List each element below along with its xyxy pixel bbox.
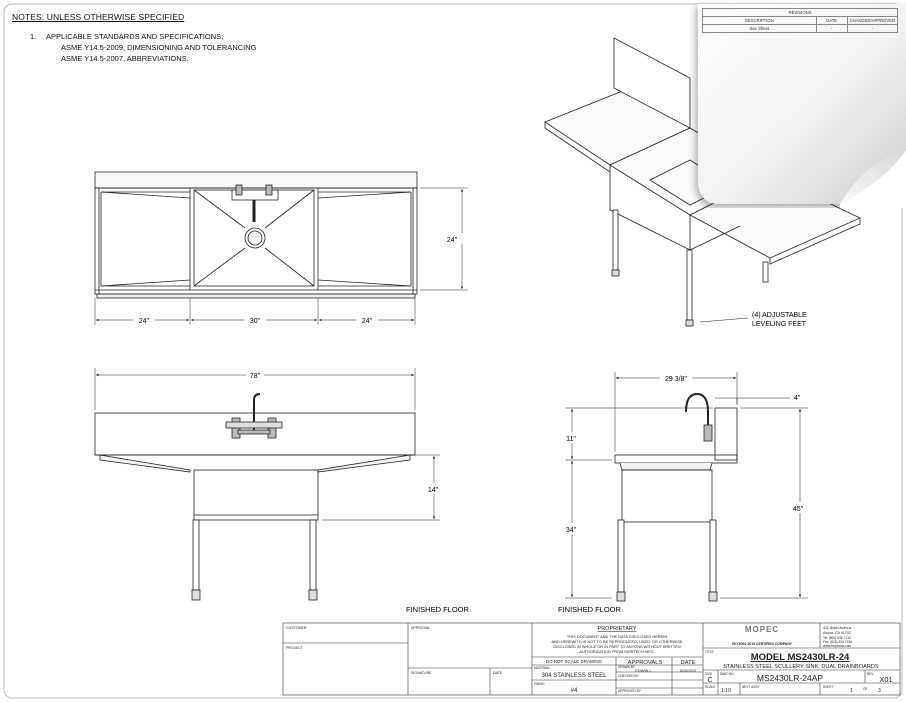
revisions-col-date: DATE xyxy=(815,16,848,25)
tb-phone-2: Fax: (626) 334-7136 xyxy=(823,640,852,644)
tb-proprietary-2: AND HEREWITH IS NOT TO BE REPRODUCED, US… xyxy=(552,639,683,644)
dim-side-backsplash: 4" xyxy=(794,395,801,402)
tb-proprietary-4: AUTHORIZATION FROM MORTECH MFG. xyxy=(579,649,655,654)
dim-side-depth: 29 3/8" xyxy=(665,376,687,383)
tb-proprietary-1: THIS DOCUMENT AND THE DATA DISCLOSED HER… xyxy=(567,634,667,639)
tb-proprietary-title: PROPRIETARY xyxy=(598,626,637,632)
tb-sheet-total: 3 xyxy=(878,688,881,694)
sheet-border xyxy=(3,3,903,699)
front-view-dimensions xyxy=(94,368,440,521)
tb-date-label: DATE xyxy=(493,671,503,675)
tb-project-label: PROJECT xyxy=(286,646,304,650)
notes-item-text: APPLICABLE STANDARDS AND SPECIFICATIONS; xyxy=(46,32,224,41)
tb-checked-by-label: CHECKED BY xyxy=(618,674,640,678)
title-block-text: CUSTOMER APPROVAL PROJECT SIGNATURE DATE… xyxy=(286,625,893,694)
tb-sheet-no: 1 xyxy=(850,688,853,694)
side-view-dimensions xyxy=(565,372,808,599)
tb-sheet-label: SHEET xyxy=(823,685,834,689)
leveling-feet-label-2: LEVELING FEET xyxy=(752,321,807,328)
tb-dwg-no: MS2430LR-24AP xyxy=(757,673,823,683)
side-view xyxy=(614,392,738,602)
tb-web: www.mopecinc.com xyxy=(823,644,852,648)
tb-approval-label: APPROVAL xyxy=(411,626,430,630)
tb-drawn-by: EDWIN L. xyxy=(635,668,653,673)
finished-floor-side: FINISHED FLOOR xyxy=(558,605,622,614)
isometric-view xyxy=(544,37,861,327)
dim-top-left: 24" xyxy=(139,318,150,325)
tb-material-label: MATERIAL xyxy=(534,666,550,670)
notes-title: NOTES: UNLESS OTHERWISE SPECIFIED xyxy=(12,12,185,22)
tb-company-logo: MOPEC xyxy=(745,625,779,634)
tb-drawn-by-label: DRAWN BY xyxy=(618,665,636,669)
dim-top-right: 24" xyxy=(362,318,373,325)
dim-top-depth: 24" xyxy=(447,237,458,244)
tb-model: MODEL MS2430LR-24 xyxy=(751,652,850,663)
top-view-dimensions xyxy=(94,187,468,325)
tb-material: 304 STAINLESS STEEL xyxy=(542,673,608,679)
notes-sub-1: ASME Y14.5-2009, DIMENSIONING AND TOLERA… xyxy=(61,43,257,52)
tb-rev: X01 xyxy=(879,675,892,684)
tb-phone-1: Tel: (800) 635-7130 xyxy=(823,636,851,640)
tb-do-not-scale: DO NOT SCALE DRAWING xyxy=(546,659,603,664)
tb-customer-label: CUSTOMER xyxy=(286,626,307,630)
dim-front-bowl: 14" xyxy=(428,487,439,494)
notes-item-number: 1. xyxy=(30,32,37,41)
tb-dwg-label: DWG NO. xyxy=(720,672,734,676)
tb-size: C xyxy=(707,677,712,684)
notes-sub-2: ASME Y14.5-2007, ABBREVIATIONS. xyxy=(61,54,189,63)
revisions-col-changed: CHANGED/APPROVED xyxy=(846,16,899,25)
notes-item: 1. APPLICABLE STANDARDS AND SPECIFICATION… xyxy=(30,31,256,64)
revisions-row-changed: - xyxy=(846,24,899,33)
tb-finish-label: FINISH xyxy=(534,682,545,686)
tb-finish: #4 xyxy=(571,688,578,694)
tb-rev-label: REV xyxy=(867,672,874,676)
tb-proprietary-3: DISCLOSED IN WHOLE OR IN PART TO ANYONE … xyxy=(553,644,681,649)
finished-floor-front: FINISHED FLOOR xyxy=(406,605,470,614)
dim-front-overall: 78" xyxy=(250,373,261,380)
tb-date-header: DATE xyxy=(680,660,695,666)
top-view xyxy=(94,171,418,299)
revisions-table: REVISIONS DESCRIPTION DATE CHANGED/APPRO… xyxy=(702,8,899,33)
revisions-row-description: See Sheet xyxy=(702,24,817,33)
front-view xyxy=(94,393,416,601)
tb-drawn-date: 8/26/2020 xyxy=(680,669,696,673)
tb-title-label: TITLE xyxy=(705,650,714,654)
tb-approved-by-label: APPROVED BY xyxy=(618,689,642,693)
dim-side-splash: 11" xyxy=(566,436,576,443)
tb-of-label: OF xyxy=(863,687,867,691)
tb-company-tag: ISO 9001:2015 CERTIFIED COMPANY xyxy=(732,642,793,646)
tb-size-label: SIZE xyxy=(705,672,712,676)
tb-scale: 1:10 xyxy=(721,688,731,694)
dim-side-work-height: 34" xyxy=(566,527,577,534)
title-block xyxy=(282,622,901,696)
tb-signature-label: SIGNATURE xyxy=(411,671,432,675)
revisions-title: REVISIONS xyxy=(702,8,898,17)
tb-scale-label: SCALE xyxy=(705,685,715,689)
dim-side-overall: 45" xyxy=(793,506,804,513)
dim-top-sink: 30" xyxy=(250,318,261,325)
revisions-col-description: DESCRIPTION xyxy=(702,16,817,25)
tb-approvals: APPROVALS xyxy=(628,660,663,666)
tb-address-2: Azusa, CA 91702 xyxy=(823,631,851,635)
tb-address-1: 411 North Avenue xyxy=(823,626,851,630)
tb-description: STAINLESS STEEL SCULLERY SINK, DUAL DRAI… xyxy=(723,664,879,670)
tb-next-assy-label: NEXT ASSY xyxy=(742,685,761,689)
revisions-row-date: - xyxy=(815,24,848,33)
leveling-feet-label-1: (4) ADJUSTABLE xyxy=(752,312,807,319)
